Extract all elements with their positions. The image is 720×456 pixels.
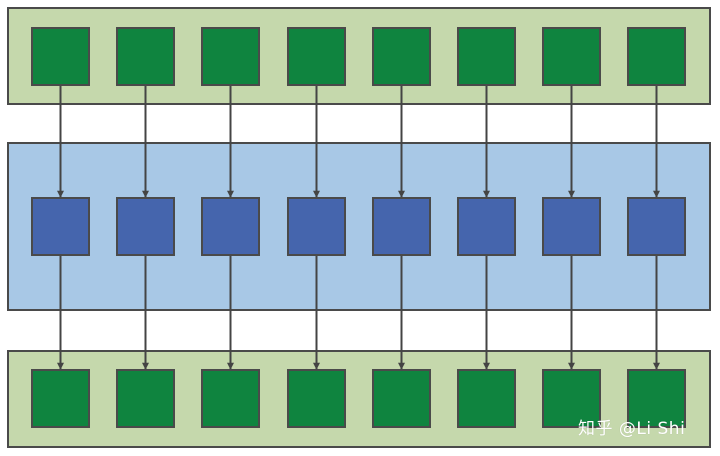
watermark-text: 知乎 @Li Shi [578,419,686,439]
input-node-7 [542,27,601,86]
input-node-2 [116,27,175,86]
output-node-3 [201,369,260,428]
output-node-2 [116,369,175,428]
input-layer-band [7,7,711,105]
input-node-1 [31,27,90,86]
output-node-1 [31,369,90,428]
input-node-6 [457,27,516,86]
input-node-5 [372,27,431,86]
input-node-4 [287,27,346,86]
output-node-7 [542,369,601,428]
output-node-6 [457,369,516,428]
output-node-5 [372,369,431,428]
middle-layer-band [7,142,711,311]
middle-node-2 [116,197,175,256]
middle-node-3 [201,197,260,256]
middle-node-4 [287,197,346,256]
output-node-4 [287,369,346,428]
middle-node-7 [542,197,601,256]
output-node-8 [627,369,686,428]
middle-node-8 [627,197,686,256]
middle-node-1 [31,197,90,256]
middle-node-6 [457,197,516,256]
input-node-8 [627,27,686,86]
input-node-3 [201,27,260,86]
middle-node-5 [372,197,431,256]
